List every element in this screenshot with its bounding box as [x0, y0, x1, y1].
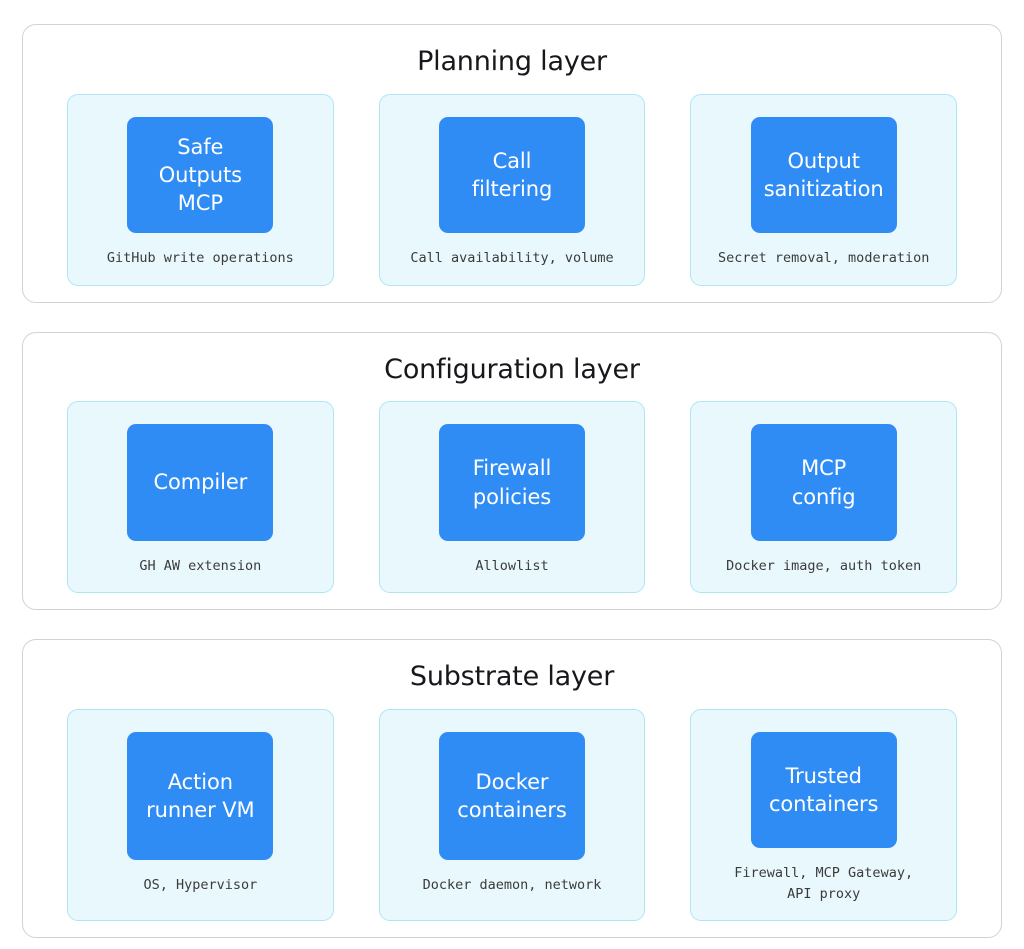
node-compiler[interactable]: Compiler [127, 424, 274, 541]
layer-title-planning: Planning layer [417, 46, 607, 77]
caption-docker-containers: Docker daemon, network [422, 876, 602, 893]
layer-title-configuration: Configuration layer [384, 353, 640, 385]
layer-card-substrate: Substrate layer Action runner VM OS, Hyp… [22, 639, 1002, 938]
node-action-runner-vm[interactable]: Action runner VM [127, 731, 274, 860]
panel-firewall-policies[interactable]: Firewall policies Allowlist [378, 401, 646, 594]
node-trusted-containers[interactable]: Trusted containers [750, 731, 897, 849]
caption-compiler: GH AW extension [139, 557, 262, 574]
panel-safe-outputs-mcp[interactable]: Safe Outputs MCP GitHub write operations [67, 93, 334, 286]
panel-call-filtering[interactable]: Call filtering Call availability, volume [378, 93, 646, 286]
node-docker-containers[interactable]: Docker containers [439, 731, 585, 860]
caption-action-runner-vm: OS, Hypervisor [143, 876, 258, 893]
panel-trusted-containers[interactable]: Trusted containers Firewall, MCP Gateway… [690, 708, 958, 921]
panel-row-substrate: Action runner VM OS, Hypervisor Docker c… [67, 708, 958, 921]
node-firewall-policies[interactable]: Firewall policies [439, 424, 585, 541]
caption-safe-outputs-mcp: GitHub write operations [106, 250, 294, 267]
panel-row-planning: Safe Outputs MCP GitHub write operations… [67, 93, 958, 286]
layer-card-configuration: Configuration layer Compiler GH AW exten… [22, 331, 1002, 611]
panel-output-sanitization[interactable]: Output sanitization Secret removal, mode… [690, 93, 958, 286]
layer-title-substrate: Substrate layer [409, 661, 615, 693]
panel-mcp-config[interactable]: MCP config Docker image, auth token [690, 401, 958, 594]
panel-action-runner-vm[interactable]: Action runner VM OS, Hypervisor [67, 708, 334, 921]
panel-row-configuration: Compiler GH AW extension Firewall polici… [67, 401, 958, 594]
panel-docker-containers[interactable]: Docker containers Docker daemon, network [378, 708, 646, 921]
node-safe-outputs-mcp[interactable]: Safe Outputs MCP [127, 116, 274, 234]
caption-output-sanitization: Secret removal, moderation [718, 250, 930, 267]
node-output-sanitization[interactable]: Output sanitization [750, 116, 897, 234]
caption-firewall-policies: Allowlist [475, 557, 549, 574]
node-call-filtering[interactable]: Call filtering [439, 116, 585, 234]
caption-call-filtering: Call availability, volume [410, 250, 614, 267]
panel-compiler[interactable]: Compiler GH AW extension [67, 401, 334, 594]
caption-mcp-config: Docker image, auth token [726, 557, 922, 574]
node-mcp-config[interactable]: MCP config [750, 424, 897, 541]
caption-trusted-containers: Firewall, MCP Gateway, API proxy [734, 865, 914, 902]
layer-card-planning: Planning layer Safe Outputs MCP GitHub w… [22, 24, 1002, 303]
